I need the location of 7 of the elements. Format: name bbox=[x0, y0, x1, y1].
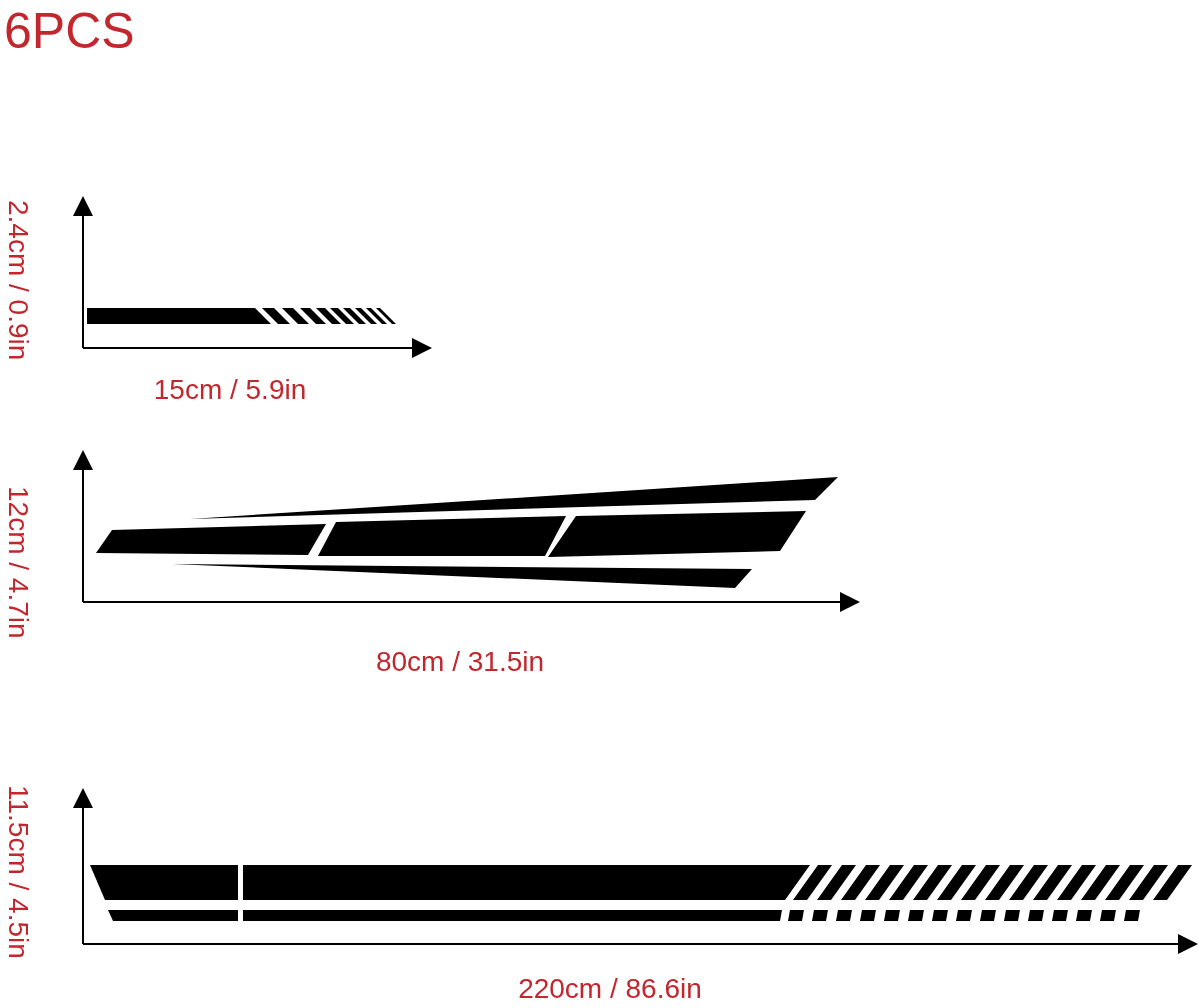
title: 6PCS bbox=[4, 2, 135, 61]
dimension-label: 2.4cm / 0.9in bbox=[4, 199, 32, 361]
dimension-label: 80cm / 31.5in bbox=[375, 648, 545, 676]
dimension-label: 15cm / 5.9in bbox=[153, 376, 307, 404]
dimension-label: 220cm / 86.6in bbox=[518, 975, 702, 1003]
dimension-label: 12cm / 4.7in bbox=[4, 485, 32, 639]
dimension-label: 11.5cm / 4.5in bbox=[4, 785, 32, 959]
